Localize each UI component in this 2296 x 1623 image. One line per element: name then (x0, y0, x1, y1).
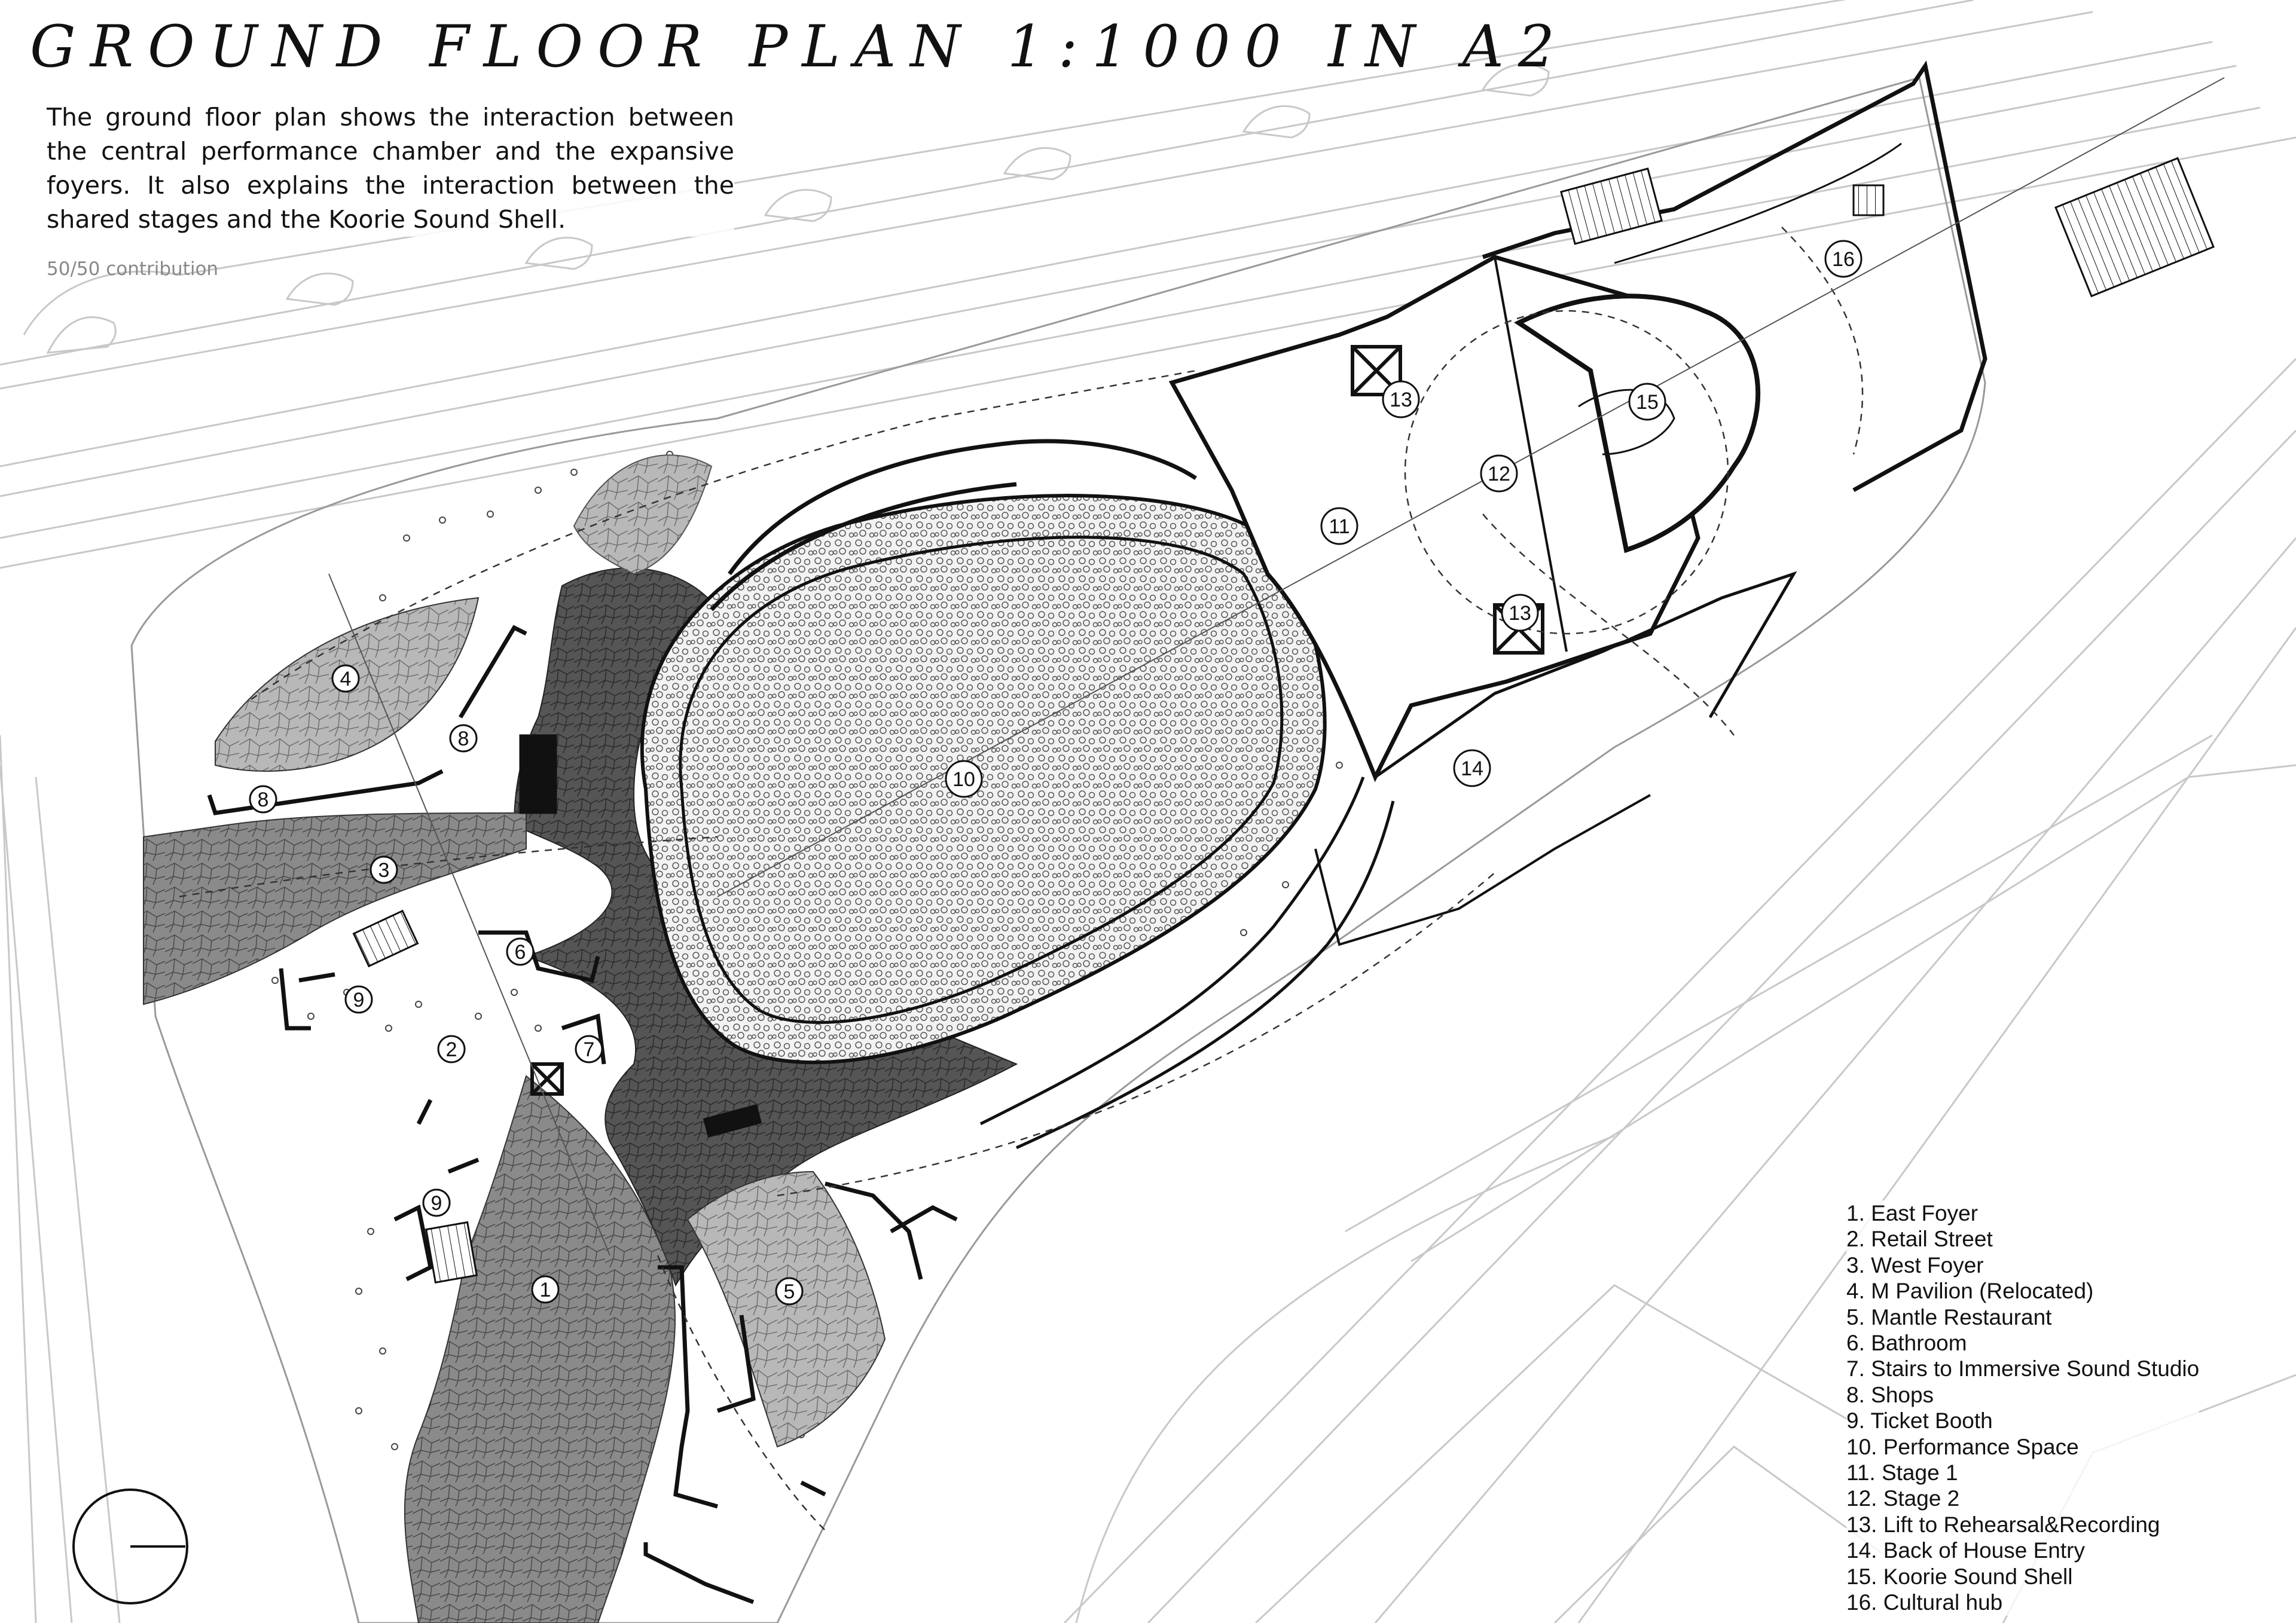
shell-outer-wall-2 (710, 482, 1017, 612)
plan-label-14: 14 (1453, 749, 1491, 787)
legend-item: 3. West Foyer (1846, 1252, 1984, 1277)
page-title: GROUND FLOOR PLAN 1:1000 IN A2 (30, 13, 1569, 80)
plan-label-9b: 9 (422, 1188, 451, 1217)
contribution-note: 50/50 contribution (47, 258, 219, 280)
axis-lines (328, 77, 2225, 1256)
plan-label-8a: 8 (449, 724, 478, 753)
svg-text:9: 9 (353, 989, 365, 1011)
concourse-wall-2 (1015, 800, 1395, 1150)
svg-text:9: 9 (431, 1192, 442, 1215)
legend-item: 16. Cultural hub (1846, 1590, 2003, 1615)
plan-label-11: 11 (1320, 507, 1358, 545)
svg-text:12: 12 (1488, 463, 1510, 485)
legend-item: 13. Lift to Rehearsal&Recording (1846, 1512, 2160, 1537)
svg-text:8: 8 (258, 788, 269, 811)
plan-label-10: 10 (945, 760, 983, 798)
legend-item: 7. Stairs to Immersive Sound Studio (1846, 1356, 2200, 1381)
performance-inner-ring (679, 536, 1284, 1024)
svg-text:7: 7 (584, 1038, 595, 1061)
back-of-house (1374, 571, 1797, 779)
svg-text:8: 8 (458, 728, 469, 750)
room-number-labels: 1 2 3 4 5 6 7 8 8 9 9 10 11 12 13 13 14 … (249, 240, 1863, 1306)
legend-item: 10. Performance Space (1846, 1434, 2079, 1459)
svg-text:11: 11 (1329, 515, 1349, 538)
dashed-overhead-lines (179, 227, 1864, 1531)
mantle-restaurant-paving (686, 1170, 886, 1448)
road-medians (46, 63, 1550, 354)
svg-text:15: 15 (1636, 391, 1659, 414)
plan-label-13b: 13 (1501, 594, 1539, 632)
svg-text:10: 10 (952, 768, 975, 791)
plan-label-12: 12 (1480, 454, 1518, 493)
concourse-wall (979, 777, 1365, 1126)
koorie-stage-curve (1578, 389, 1675, 456)
svg-text:2: 2 (446, 1038, 457, 1061)
legend-item: 12. Stage 2 (1846, 1486, 1960, 1511)
plan-label-13a: 13 (1382, 380, 1420, 418)
koorie-sound-shell (1514, 294, 1761, 554)
svg-text:14: 14 (1461, 757, 1483, 780)
legend-item: 14. Back of House Entry (1846, 1538, 2085, 1563)
plan-label-7: 7 (575, 1035, 603, 1063)
stair-flights (352, 157, 2215, 1284)
svg-text:4: 4 (340, 668, 352, 690)
legend-item: 4. M Pavilion (Relocated) (1846, 1279, 2094, 1304)
shell-outer-wall (728, 439, 1197, 576)
svg-text:13: 13 (1509, 602, 1531, 625)
svg-text:13: 13 (1390, 389, 1412, 411)
legend-item: 5. Mantle Restaurant (1846, 1304, 2052, 1329)
plan-label-15: 15 (1628, 383, 1666, 421)
plan-label-9a: 9 (344, 985, 373, 1014)
legend-item: 11. Stage 1 (1846, 1460, 1958, 1486)
plan-label-1: 1 (531, 1275, 560, 1304)
plan-label-6: 6 (506, 937, 535, 966)
plan-label-2: 2 (437, 1035, 466, 1063)
legend-item: 6. Bathroom (1846, 1331, 1967, 1356)
cultural-hub-inner (1614, 142, 1902, 264)
back-of-house-angled (1314, 794, 1651, 946)
svg-text:5: 5 (784, 1280, 795, 1303)
legend-item: 15. Koorie Sound Shell (1846, 1564, 2073, 1589)
north-foyer-paving (573, 454, 713, 575)
dark-foyer-paving (513, 567, 1018, 1287)
legend-item: 2. Retail Street (1846, 1227, 1993, 1252)
svg-text:16: 16 (1832, 248, 1855, 271)
plan-description: The ground floor plan shows the interact… (47, 100, 734, 237)
svg-text:6: 6 (515, 941, 526, 964)
svg-text:1: 1 (540, 1279, 551, 1301)
north-arrow (72, 1488, 188, 1604)
legend-item: 9. Ticket Booth (1846, 1408, 1993, 1434)
plan-label-16: 16 (1824, 240, 1863, 278)
plan-label-3: 3 (370, 855, 398, 884)
legend-item: 8. Shops (1846, 1382, 1934, 1407)
building-walls (207, 625, 958, 1604)
legend-item: 1. East Foyer (1846, 1201, 1979, 1225)
plan-label-5: 5 (775, 1277, 804, 1306)
plan-label-8b: 8 (249, 785, 277, 814)
legend: 1. East Foyer 2. Retail Street 3. West F… (1846, 1200, 2200, 1616)
west-foyer-paving (143, 812, 527, 1005)
svg-text:3: 3 (378, 859, 390, 882)
plan-label-4: 4 (331, 664, 360, 693)
